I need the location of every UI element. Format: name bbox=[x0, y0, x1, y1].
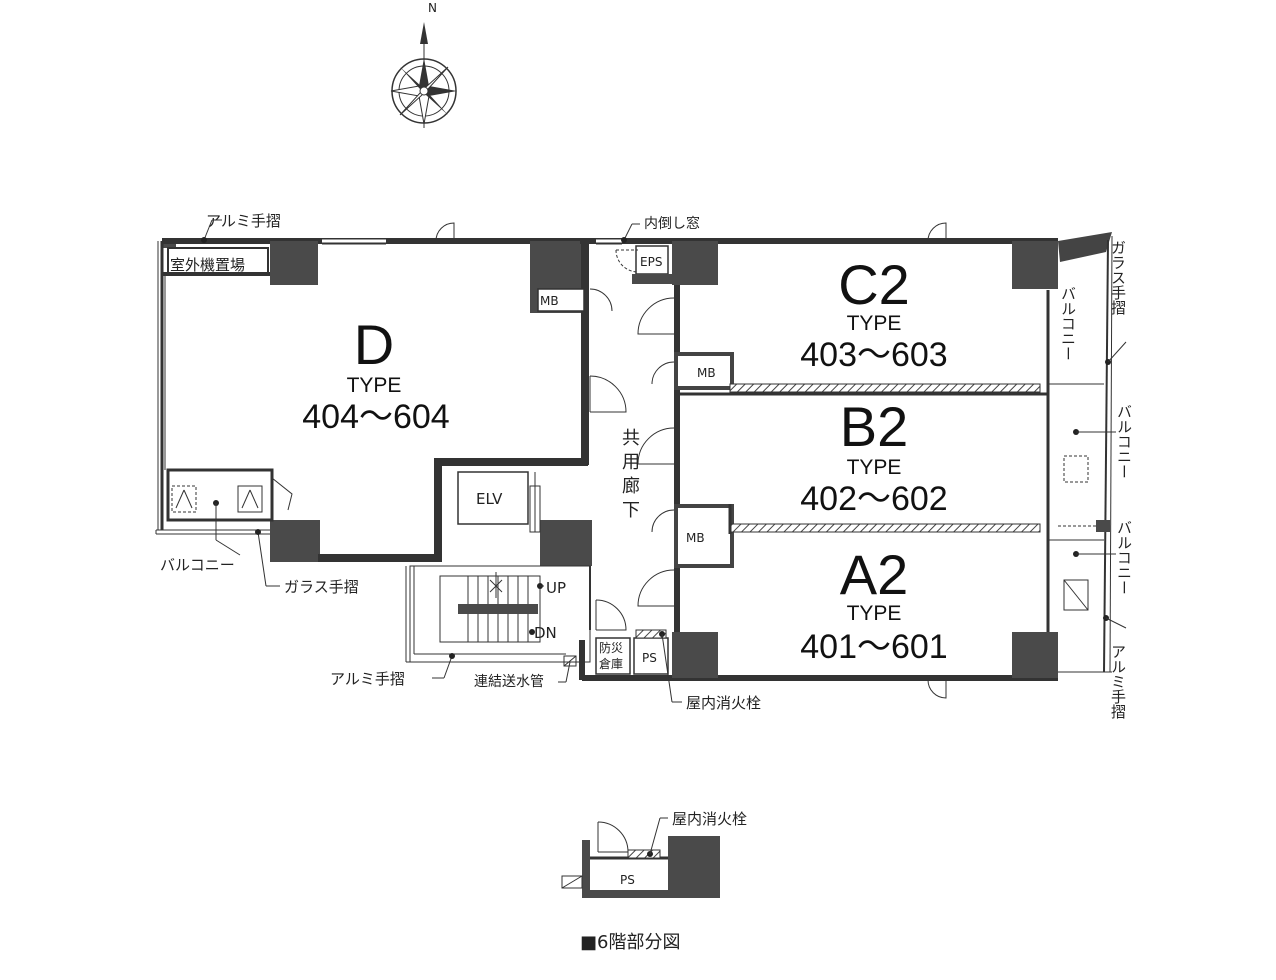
room-elv: ELV bbox=[476, 490, 503, 508]
label-balcony-d: バルコニー bbox=[160, 556, 235, 574]
unit-d-range: 404～604 bbox=[302, 398, 449, 436]
label-alumi-handrail-d: アルミ手摺 bbox=[206, 212, 281, 230]
unit-a2-type: TYPE bbox=[847, 602, 902, 625]
room-eps: EPS bbox=[640, 255, 662, 269]
label-balcony-c2: バルコニー bbox=[1059, 286, 1077, 361]
label-balcony-a2: バルコニー bbox=[1115, 520, 1133, 595]
floor6-title: ■6階部分図 bbox=[580, 932, 680, 953]
unit-c2-letter: C2 bbox=[838, 253, 910, 316]
label-alumi-handrail-right: アルミ手摺 bbox=[1109, 644, 1127, 720]
label-hydrant-6f: 屋内消火栓 bbox=[672, 810, 747, 828]
unit-d-letter: D bbox=[354, 313, 394, 376]
unit-c2-type: TYPE bbox=[847, 312, 902, 335]
unit-d-type: TYPE bbox=[347, 374, 402, 397]
label-outdoor-unit: 室外機置場 bbox=[170, 256, 245, 274]
room-bousai-2: 倉庫 bbox=[599, 656, 623, 671]
corridor-char-3: 廊 bbox=[622, 476, 640, 497]
room-mb-d: MB bbox=[540, 294, 559, 308]
floor6-partial-plan bbox=[561, 821, 720, 898]
units-right bbox=[672, 222, 1113, 699]
north-label: N bbox=[428, 1, 437, 15]
label-balcony-b2: バルコニー bbox=[1115, 404, 1133, 479]
label-inner-window: 内倒し窓 bbox=[644, 215, 700, 232]
room-ps: PS bbox=[642, 651, 657, 665]
room-mb-b2: MB bbox=[686, 531, 705, 545]
label-connected-pipe: 連結送水管 bbox=[474, 674, 544, 690]
label-hydrant: 屋内消火栓 bbox=[686, 694, 761, 712]
unit-b2-type: TYPE bbox=[847, 456, 902, 479]
room-mb-c2: MB bbox=[697, 366, 716, 380]
corridor-char-4: 下 bbox=[622, 500, 640, 521]
room-ps-6f: PS bbox=[620, 873, 635, 887]
corridor-char-1: 共 bbox=[622, 428, 640, 449]
corridor-char-2: 用 bbox=[622, 452, 640, 473]
elevator-stairs bbox=[405, 471, 627, 667]
compass-rose-icon bbox=[390, 22, 457, 128]
unit-c2-range: 403～603 bbox=[800, 336, 947, 374]
unit-a2-letter: A2 bbox=[840, 543, 909, 606]
unit-d bbox=[155, 222, 627, 566]
unit-b2-letter: B2 bbox=[840, 395, 909, 458]
unit-b2-range: 402～602 bbox=[800, 480, 947, 518]
label-glass-handrail-d: ガラス手摺 bbox=[284, 578, 359, 596]
label-alumi-handrail-stairs: アルミ手摺 bbox=[330, 670, 405, 688]
label-glass-handrail-right: ガラス手摺 bbox=[1109, 240, 1127, 316]
unit-a2-range: 401～601 bbox=[800, 628, 947, 666]
corridor bbox=[579, 238, 1058, 681]
room-up: UP bbox=[546, 579, 566, 597]
room-dn: DN bbox=[534, 624, 557, 642]
room-bousai-1: 防災 bbox=[599, 640, 623, 655]
